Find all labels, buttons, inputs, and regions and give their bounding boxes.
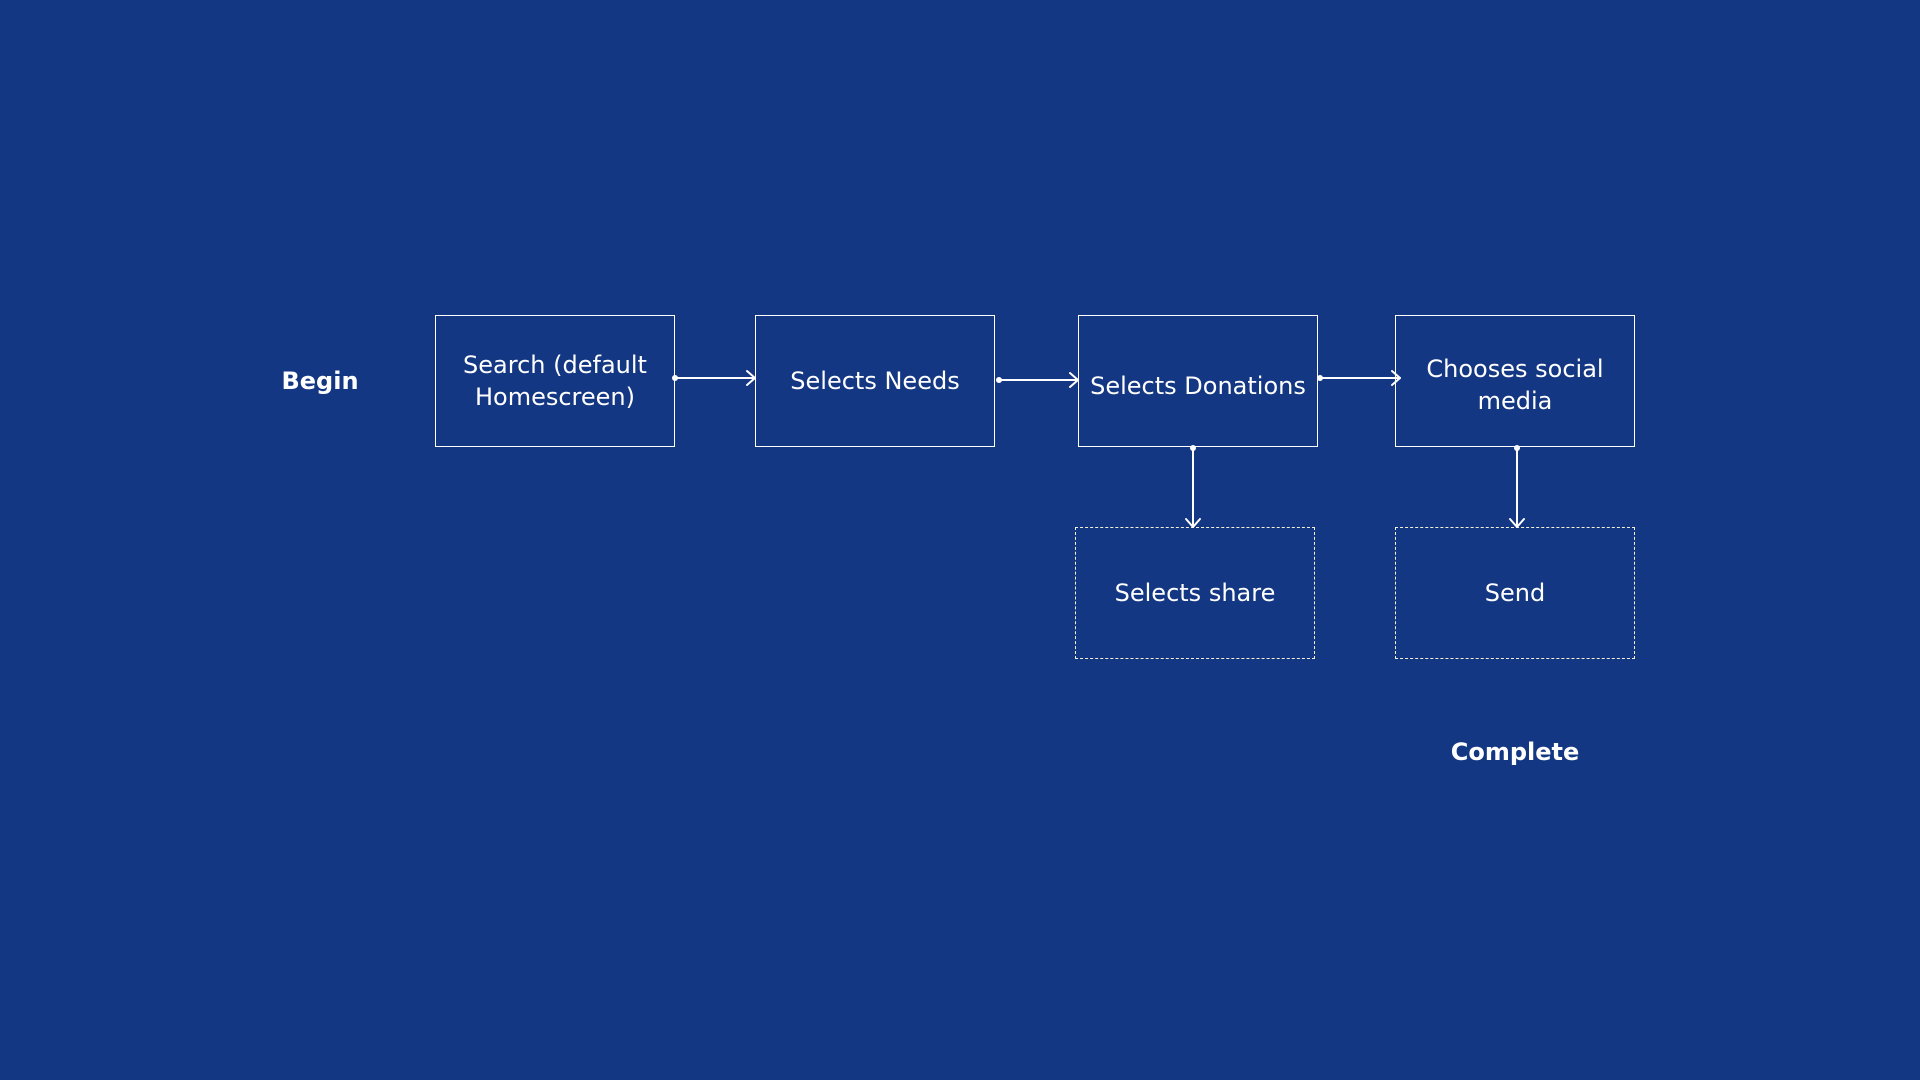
node-send-text: Send xyxy=(1484,579,1546,607)
node-selects-needs: Selects Needs xyxy=(755,315,995,447)
begin-label: Begin xyxy=(281,367,359,395)
connector-dot-needs xyxy=(996,377,1002,383)
node-selects-donations-text: Selects Donations xyxy=(1090,372,1306,400)
arrow-search-to-needs xyxy=(674,370,756,386)
node-chooses-social-media-text: Chooses social media xyxy=(1426,355,1604,415)
connector-dot-search xyxy=(672,375,678,381)
node-selects-needs-text: Selects Needs xyxy=(790,367,960,395)
arrow-donations-to-social xyxy=(1319,370,1401,386)
arrow-donations-to-share xyxy=(1185,446,1201,528)
node-send: Send xyxy=(1395,527,1635,659)
node-selects-share-text: Selects share xyxy=(1114,579,1276,607)
arrow-needs-to-donations xyxy=(998,372,1079,388)
arrow-social-to-send xyxy=(1509,446,1525,528)
complete-label: Complete xyxy=(1450,738,1580,766)
connector-dot-donations-right xyxy=(1317,375,1323,381)
node-selects-donations: Selects Donations xyxy=(1078,315,1318,447)
node-search: Search (default Homescreen) xyxy=(435,315,675,447)
connector-dot-social-bottom xyxy=(1514,445,1520,451)
node-search-text: Search (default Homescreen) xyxy=(463,351,647,411)
node-selects-share: Selects share xyxy=(1075,527,1315,659)
connector-dot-donations-bottom xyxy=(1190,445,1196,451)
